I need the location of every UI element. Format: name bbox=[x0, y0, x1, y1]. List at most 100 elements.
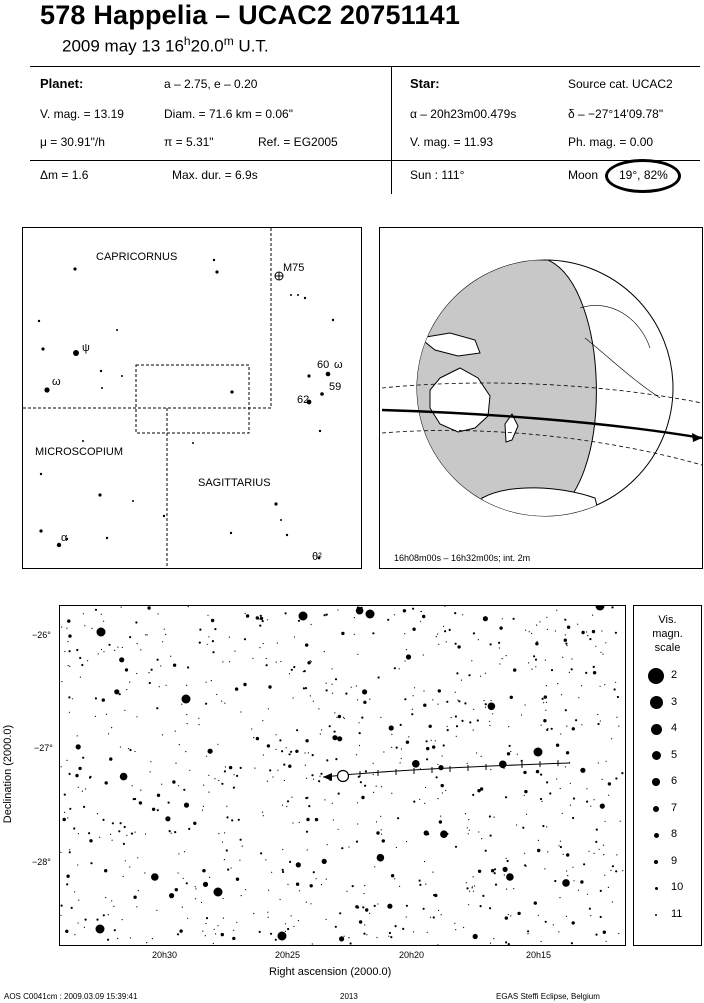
field-star bbox=[253, 737, 255, 739]
field-star bbox=[533, 901, 537, 905]
path-direction-arrow bbox=[692, 433, 702, 442]
field-star bbox=[332, 819, 334, 821]
field-star bbox=[572, 866, 574, 868]
field-star bbox=[262, 754, 264, 756]
field-star bbox=[178, 744, 180, 746]
y-tick-label: −26° bbox=[32, 630, 51, 640]
field-star bbox=[151, 938, 153, 940]
field-star bbox=[468, 904, 470, 906]
field-star bbox=[245, 889, 247, 891]
field-star bbox=[337, 609, 339, 611]
field-star bbox=[405, 654, 412, 660]
field-star bbox=[298, 890, 300, 892]
field-star bbox=[235, 877, 240, 881]
field-star bbox=[104, 869, 108, 873]
field-star bbox=[471, 886, 473, 888]
field-star bbox=[103, 651, 105, 653]
info-divider-bottom bbox=[30, 160, 700, 161]
field-star bbox=[68, 772, 71, 775]
field-star bbox=[285, 747, 287, 749]
m75-cluster-icon bbox=[274, 271, 284, 281]
field-star bbox=[284, 930, 286, 932]
field-star bbox=[94, 697, 97, 700]
bright-star bbox=[277, 931, 287, 941]
field-star bbox=[489, 834, 492, 837]
field-star bbox=[586, 800, 589, 803]
field-star bbox=[67, 640, 69, 643]
field-star bbox=[432, 916, 435, 919]
field-star bbox=[546, 781, 549, 784]
field-star bbox=[593, 665, 595, 667]
field-star bbox=[566, 625, 571, 629]
field-star bbox=[493, 868, 497, 871]
field-star bbox=[539, 797, 543, 801]
field-star bbox=[454, 845, 458, 848]
field-star bbox=[124, 860, 126, 862]
field-star bbox=[241, 845, 243, 847]
field-star bbox=[494, 883, 498, 886]
field-star bbox=[76, 648, 79, 652]
x-tick-label: 20h20 bbox=[399, 950, 425, 960]
field-star bbox=[373, 791, 375, 793]
field-star bbox=[233, 929, 235, 931]
field-star bbox=[565, 915, 567, 917]
field-star bbox=[570, 942, 573, 945]
field-star bbox=[96, 918, 99, 921]
field-star bbox=[291, 796, 293, 798]
bright-star bbox=[213, 887, 223, 897]
field-star bbox=[413, 800, 416, 803]
field-star bbox=[475, 752, 478, 754]
field-star bbox=[97, 653, 99, 655]
star-field-svg bbox=[60, 606, 624, 945]
field-star bbox=[214, 778, 216, 780]
field-star bbox=[583, 863, 586, 866]
field-star bbox=[110, 833, 112, 835]
field-star bbox=[358, 744, 361, 747]
field-star bbox=[499, 663, 501, 665]
field-star bbox=[325, 878, 327, 880]
field-star bbox=[523, 794, 525, 796]
field-star bbox=[438, 909, 440, 912]
field-star bbox=[357, 775, 360, 778]
legend-magnitude-dot bbox=[651, 751, 661, 760]
field-star bbox=[539, 621, 541, 623]
field-star bbox=[334, 925, 337, 928]
field-star bbox=[187, 666, 190, 669]
field-star bbox=[505, 941, 508, 944]
field-star bbox=[493, 872, 496, 875]
field-star bbox=[64, 650, 66, 653]
field-star bbox=[455, 929, 457, 931]
bright-star bbox=[595, 606, 605, 611]
field-star bbox=[484, 672, 487, 674]
field-star bbox=[364, 885, 366, 887]
field-star bbox=[198, 724, 200, 726]
field-star bbox=[326, 844, 328, 846]
field-star bbox=[593, 799, 595, 801]
field-star bbox=[107, 938, 110, 941]
field-star bbox=[284, 612, 287, 615]
field-star bbox=[422, 907, 425, 910]
field-star bbox=[361, 716, 364, 719]
field-star bbox=[537, 848, 541, 853]
field-star bbox=[202, 869, 206, 873]
field-star bbox=[124, 668, 129, 672]
field-star bbox=[100, 648, 103, 651]
x-tick-label: 20h30 bbox=[152, 950, 178, 960]
label-60-omega: ω bbox=[334, 359, 343, 371]
field-star bbox=[279, 739, 282, 742]
field-star bbox=[228, 636, 230, 638]
field-star bbox=[189, 769, 191, 771]
field-star bbox=[331, 668, 333, 670]
field-star bbox=[611, 738, 613, 740]
field-star bbox=[464, 813, 467, 815]
field-star bbox=[107, 733, 110, 735]
field-star bbox=[335, 758, 338, 761]
field-star bbox=[121, 646, 123, 649]
y-tick-label: −27° bbox=[34, 743, 53, 753]
field-star bbox=[170, 832, 172, 834]
field-star bbox=[355, 840, 359, 843]
field-star bbox=[523, 770, 527, 775]
field-star bbox=[507, 943, 510, 945]
field-star bbox=[394, 878, 396, 880]
field-star bbox=[454, 922, 456, 924]
